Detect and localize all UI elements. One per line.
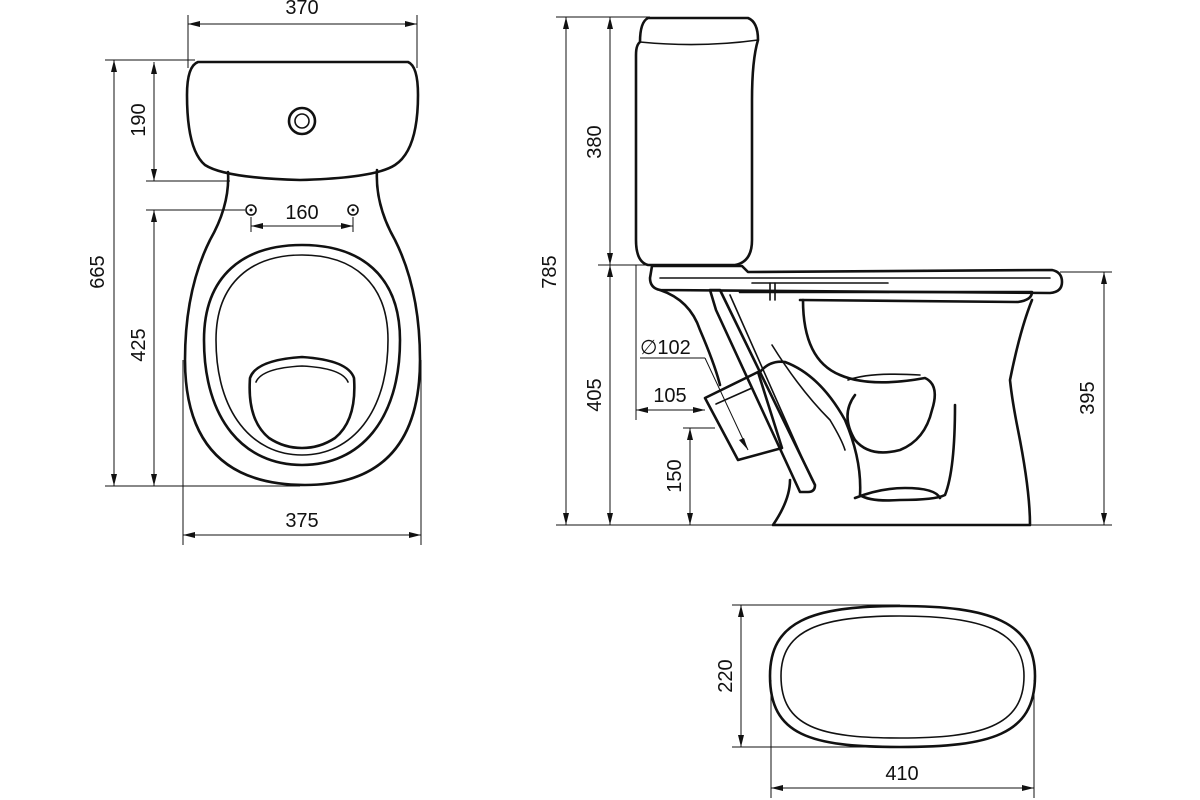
bowl-opening-inner xyxy=(255,365,349,383)
dim-rim-height-label: 395 xyxy=(1077,381,1099,414)
dim-base-depth-label: 220 xyxy=(715,659,737,692)
dim-bowl-length: 425 xyxy=(128,209,245,486)
dim-seat-height-label: 405 xyxy=(584,378,606,411)
dim-bolt-spacing-label: 160 xyxy=(285,202,318,224)
dim-outlet-diameter-label: ∅102 xyxy=(640,337,691,359)
dim-tank-height: 380 xyxy=(584,17,655,266)
dim-tank-width-label: 370 xyxy=(285,0,318,19)
bolt-hole-left-icon xyxy=(245,204,257,216)
dim-rim-height: 395 xyxy=(1030,271,1112,526)
rim-bottom xyxy=(738,290,1034,304)
flush-pipe-inner xyxy=(729,294,813,481)
dim-tank-depth: 190 xyxy=(128,62,230,182)
dim-total-length: 665 xyxy=(87,59,300,487)
top-view: 370 665 190 425 xyxy=(87,0,422,545)
flush-pipe xyxy=(708,288,817,494)
bowl-opening xyxy=(248,355,356,450)
dim-total-length-label: 665 xyxy=(87,255,109,288)
side-view: 785 380 405 395 xyxy=(539,16,1112,527)
dim-tank-depth-label: 190 xyxy=(128,103,150,136)
water-seal xyxy=(847,373,921,381)
bowl-inner-rim xyxy=(215,254,389,456)
tank-side-outline xyxy=(634,16,760,267)
seat-outline xyxy=(648,264,1064,295)
dim-outlet-height: 150 xyxy=(664,427,715,525)
dim-total-height: 785 xyxy=(539,16,780,526)
dim-outlet-offset: 105 xyxy=(635,265,705,420)
base-inner-outline xyxy=(780,615,1025,739)
dim-outlet-height-label: 150 xyxy=(664,459,686,492)
dim-tank-height-label: 380 xyxy=(584,125,606,158)
dim-outlet-offset-label: 105 xyxy=(653,385,686,407)
bowl-top-outline xyxy=(183,168,422,487)
base-view: 220 410 xyxy=(715,604,1037,798)
bowl-rim xyxy=(202,243,402,467)
dim-seat-height: 405 xyxy=(584,265,613,525)
tank-top-outline xyxy=(185,60,420,182)
dim-bowl-width: 375 xyxy=(182,360,422,545)
dim-total-height-label: 785 xyxy=(539,255,561,288)
tank-lid-line xyxy=(639,39,759,46)
dim-bolt-spacing: 160 xyxy=(250,202,354,232)
dim-bowl-length-label: 425 xyxy=(128,328,150,361)
flush-button-icon xyxy=(287,106,317,136)
bolt-hole-right-icon xyxy=(347,204,359,216)
bowl-bottom xyxy=(853,486,942,500)
dim-outlet-diameter: ∅102 xyxy=(640,337,749,451)
bowl-curve-lower xyxy=(771,344,846,451)
dim-base-depth: 220 xyxy=(715,604,900,748)
outlet-pipe-inner xyxy=(715,387,753,405)
dim-bowl-width-label: 375 xyxy=(285,510,318,532)
outlet-pipe xyxy=(703,370,784,462)
dim-tank-width: 370 xyxy=(187,0,418,68)
dim-base-width: 410 xyxy=(770,680,1035,798)
trapway-inner xyxy=(801,298,937,454)
bowl-side-outline xyxy=(658,288,1034,527)
dim-base-width-label: 410 xyxy=(885,763,918,785)
